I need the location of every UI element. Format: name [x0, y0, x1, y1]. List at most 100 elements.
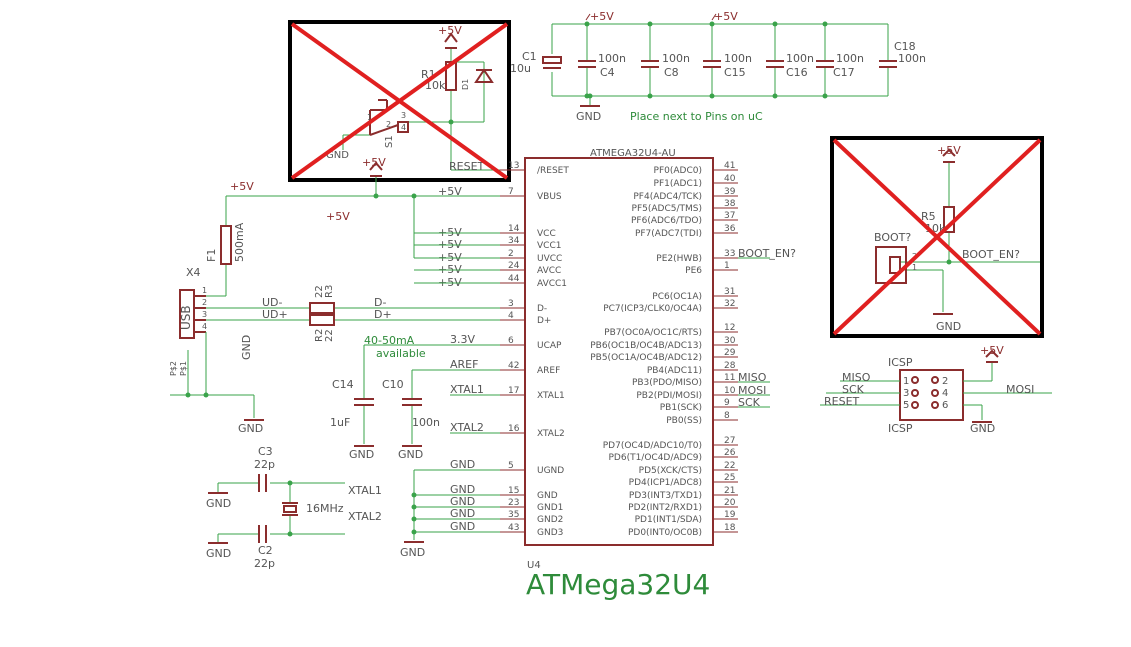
chip-pin-number: 15 [508, 486, 519, 496]
c10-gnd: GND [398, 448, 423, 461]
usb-rail-mid-label: +5V [326, 210, 350, 223]
s1-ref: S1 [384, 135, 395, 148]
chip-pin-number: 9 [724, 398, 730, 408]
chip-pin-label: PF1(ADC1) [654, 179, 702, 189]
chip-pin-label: PB6(OC1B/OC4B/ADC13) [590, 341, 702, 351]
chip-pin-number: 25 [724, 473, 735, 483]
capacitor-c10 [402, 398, 422, 406]
chip-part-name: ATMEGA32U4-AU [590, 148, 676, 159]
chip-pin-number: 31 [724, 287, 735, 297]
usb-pin-1: 1 [202, 286, 207, 295]
icsp-pin-6: 6 [942, 400, 948, 411]
icsp-net-sck: SCK [842, 383, 865, 396]
chip-pin-label: PE2(HWB) [656, 254, 702, 264]
s1-pin2: 2 [386, 120, 391, 129]
chip-pin-label: PD0(INT0/OC0B) [628, 528, 702, 538]
chip-pin-label: PE6 [685, 266, 702, 276]
chip-body [524, 157, 714, 546]
icsp-net-miso: MISO [842, 371, 871, 384]
gnd-net-2: GND [450, 483, 475, 496]
chip-pin-label: PC6(OC1A) [652, 292, 702, 302]
capacitor-c18 [879, 60, 897, 68]
chip-pin-number: 32 [724, 299, 735, 309]
capacitor-c8 [641, 60, 659, 68]
crystal-freq: 16MHz [306, 502, 344, 515]
capacitor-c1 [542, 56, 562, 69]
crystal-section: C3 22p C2 22p 16MHz GND GND XTAL1 XTAL2 … [206, 383, 500, 570]
gnd-bus-symbol-label: GND [400, 546, 425, 559]
usb-pin-3: 3 [202, 310, 207, 319]
chip-pin-label: /RESET [537, 166, 569, 176]
chip-pin-number: 21 [724, 486, 735, 496]
chip-pin-number: 4 [508, 311, 514, 321]
reset-supply-label: +5V [438, 24, 462, 37]
c16-ref: C16 [786, 66, 808, 79]
capacitor-c2 [258, 525, 267, 543]
xtal1-chip-net: XTAL1 [450, 383, 484, 396]
chip-pin-number: 30 [724, 336, 736, 346]
usb-p1: P$1 [179, 361, 188, 376]
usb-power-section: +5V +5V +5V 500mA F1 X4 USB 1 2 3 4 P$2 … [169, 156, 510, 435]
c15-ref: C15 [724, 66, 746, 79]
gnd-net-5: GND [450, 520, 475, 533]
net-udm: UD- [262, 296, 283, 309]
chip-pin-number: 42 [508, 361, 519, 371]
chip-pin-label: UCAP [537, 341, 562, 351]
boot-cross-line-b [832, 138, 1042, 336]
reset-block-frame [288, 20, 511, 182]
supply-arrow-boot [942, 148, 956, 163]
chip-pin-number: 6 [508, 336, 514, 346]
icsp-supply: +5V [980, 344, 1004, 357]
chip-pin-number: 28 [724, 361, 736, 371]
supply-arrow-icsp [985, 349, 999, 363]
usb-pin-2: 2 [202, 298, 207, 307]
aref-net: AREF [450, 358, 478, 371]
reset-net-label: RESET [449, 160, 485, 173]
usb-gnd-vertical: GND [240, 335, 253, 360]
c4-value: 100n [598, 52, 626, 65]
d1-ref: D1 [461, 79, 470, 90]
chip-pin-label: UVCC [537, 254, 562, 264]
ucap-net: 3.3V [450, 333, 475, 346]
gnd-bus: GND GND GND GND GND GND [400, 458, 500, 559]
chip-pin-number: 37 [724, 211, 735, 221]
chip-pin-number: 44 [508, 274, 520, 284]
boot-pin1: 1 [912, 263, 917, 272]
chip-pin-number: 1 [724, 261, 730, 271]
c3-value: 22p [254, 458, 275, 471]
chip-pin-label: D- [537, 304, 547, 314]
jumper-label: BOOT? [874, 231, 911, 244]
chip-pin-number: 35 [508, 510, 519, 520]
chip-pin-label: PB4(ADC11) [647, 366, 702, 376]
c17-value: 100n [836, 52, 864, 65]
chip-pin-number: 22 [724, 461, 735, 471]
chip-pin-number: 34 [508, 236, 520, 246]
fuse-value: 500mA [233, 222, 246, 262]
chip-pin-net: +5V [438, 185, 462, 198]
chip-pin-number: 8 [724, 411, 730, 421]
icsp-title: ICSP [888, 356, 913, 369]
chip-ref: U4 [527, 560, 541, 571]
icsp-header: ICSP ICSP +5V GND 1 2 3 4 5 6 MISO SCK R… [820, 344, 1052, 435]
reset-block: +5V R1 10k D1 S1 GND 1 2 3 4 RESET [288, 20, 511, 182]
chip-pin-label: AVCC [537, 266, 561, 276]
chip-pin-label: PD7(OC4D/ADC10/T0) [603, 441, 702, 451]
